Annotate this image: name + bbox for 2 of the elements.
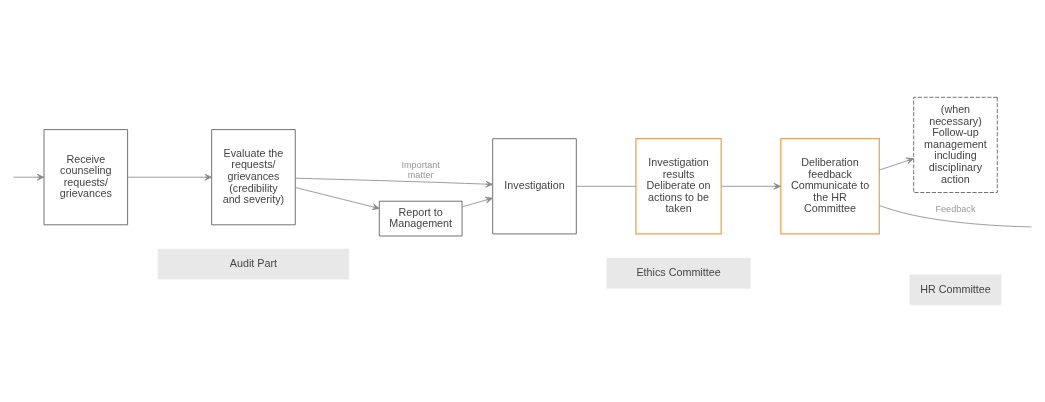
edge-label: Feedback: [935, 203, 976, 214]
edge-label: Important matter: [401, 159, 440, 180]
